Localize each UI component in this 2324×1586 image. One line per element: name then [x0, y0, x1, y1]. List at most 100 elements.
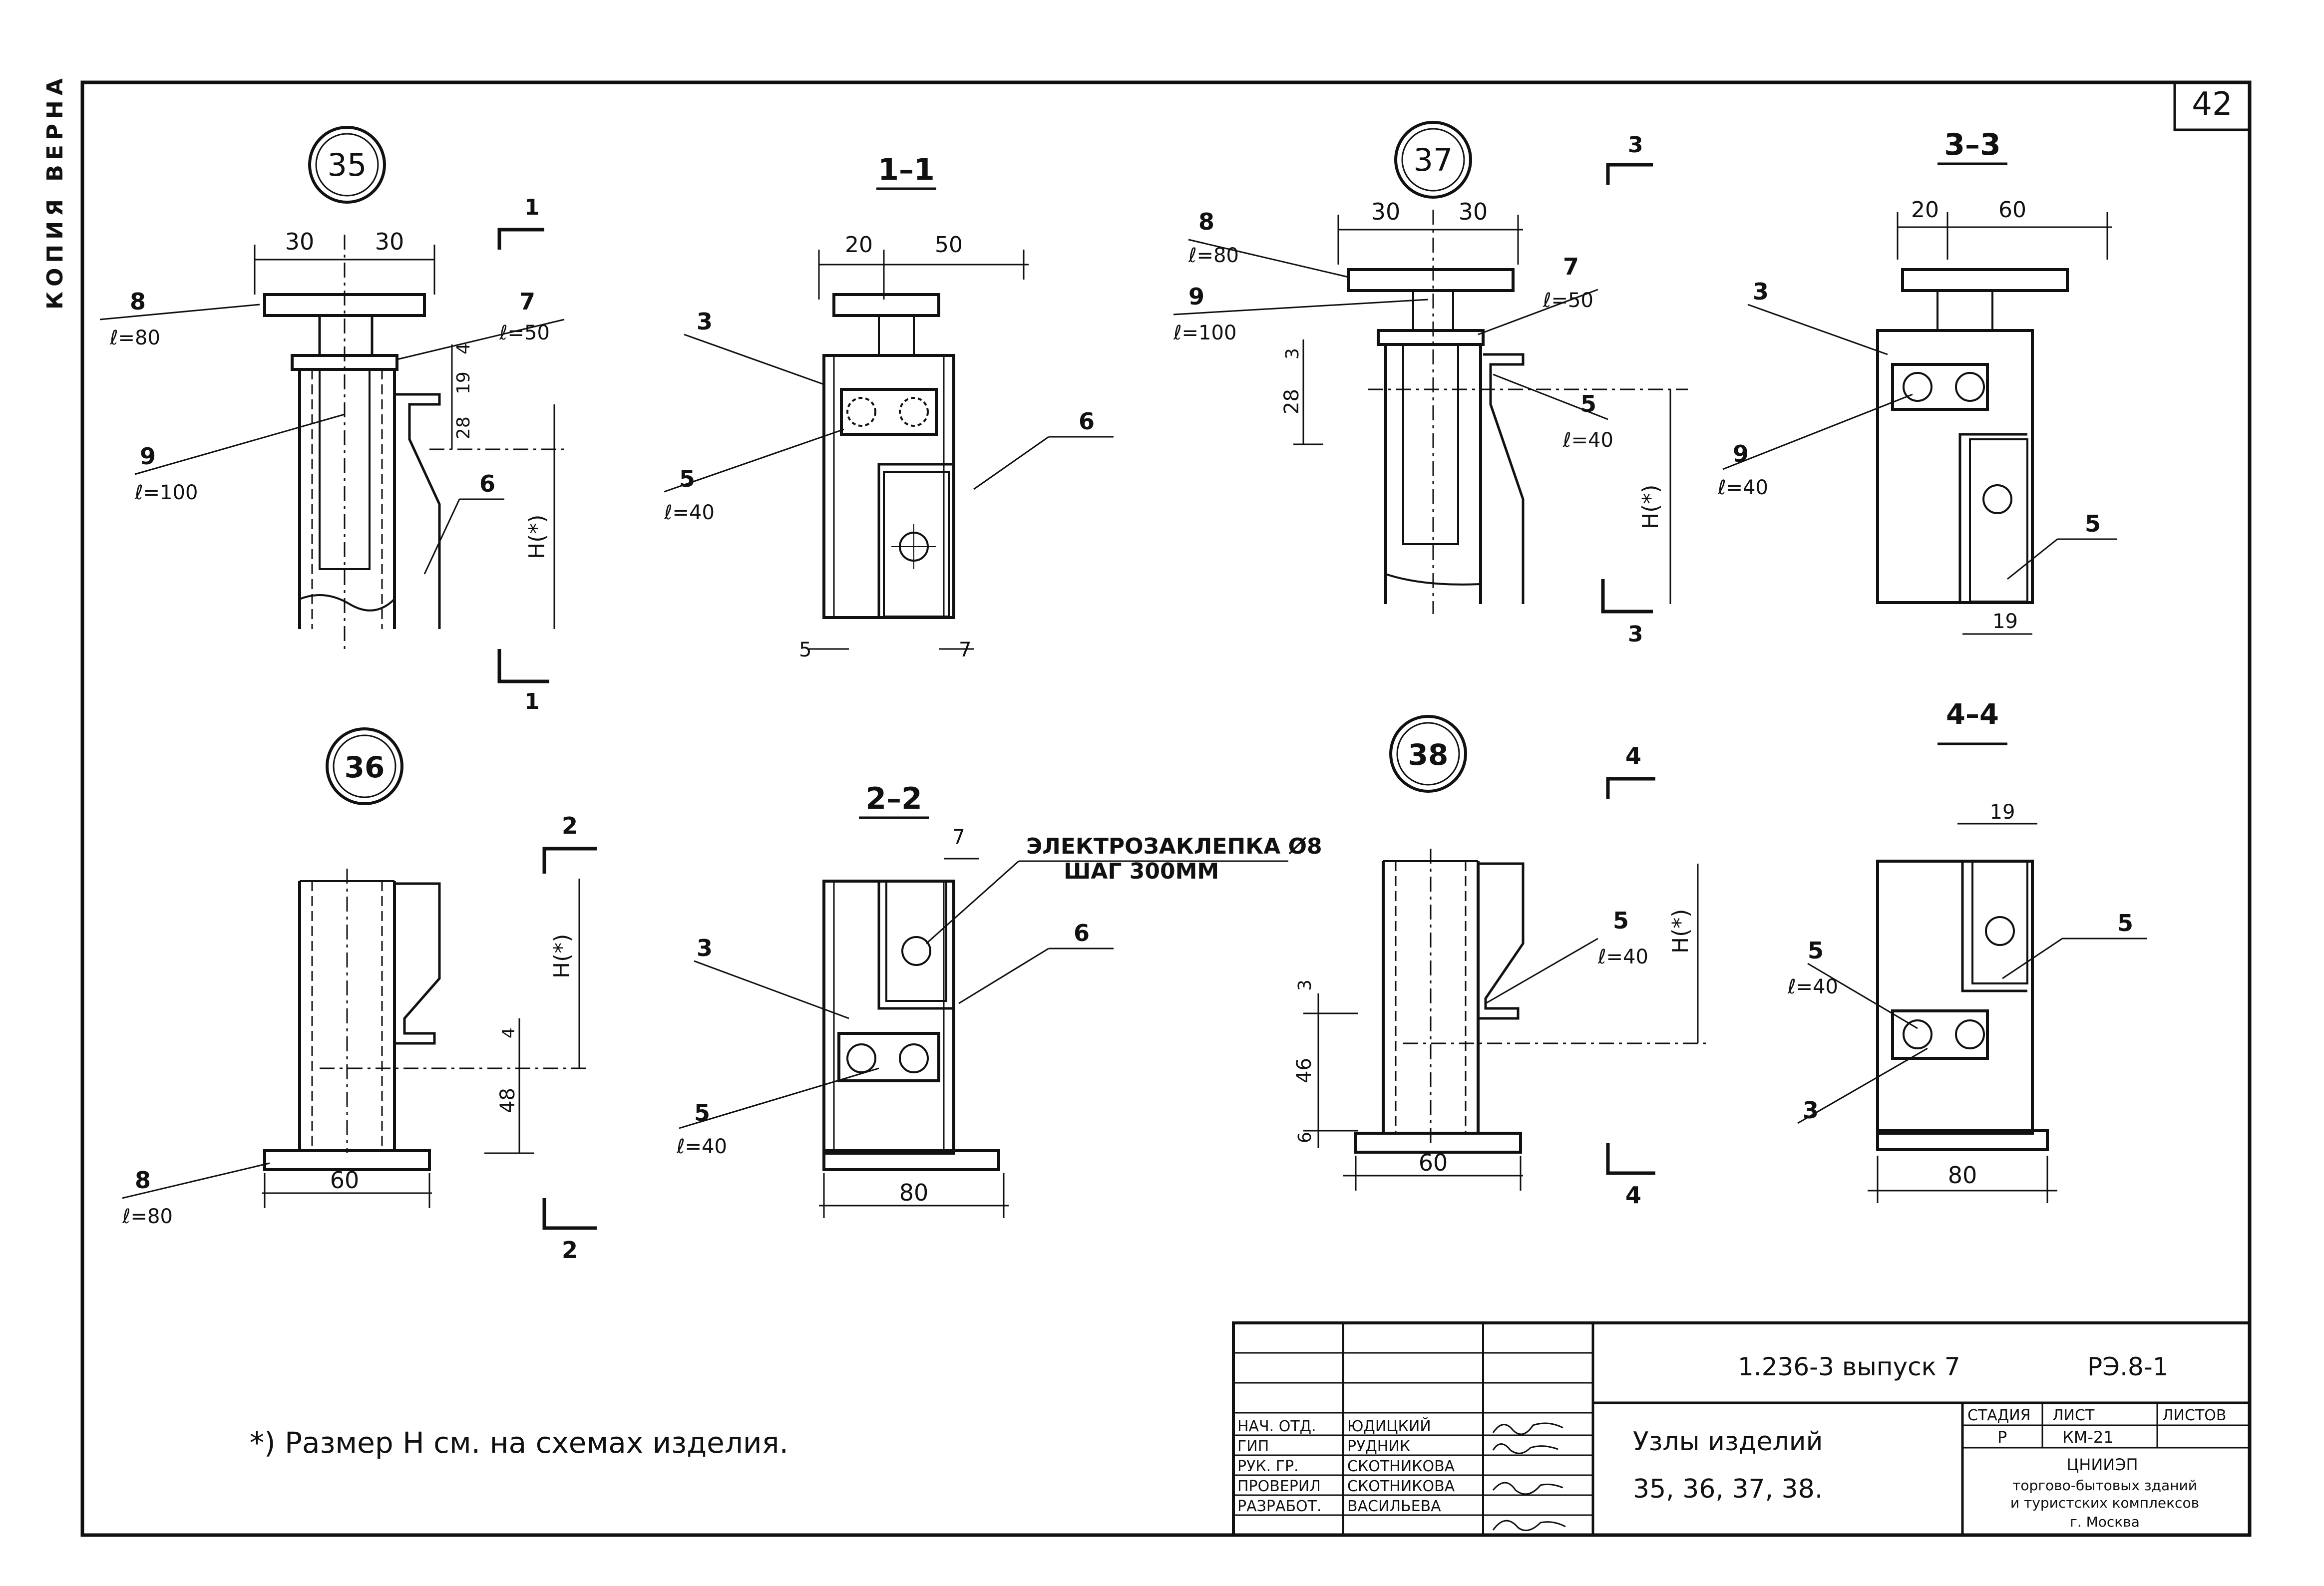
- section-2-2: 2–2 80 7 ЭЛЕКТРОЗАКЛЕПКА Ø8 ШАГ 300ММ 3 …: [676, 781, 1322, 1218]
- section-3-3-part-9-length: ℓ=40: [1717, 476, 1768, 499]
- role-3-name: СКОТНИКОВА: [1347, 1478, 1455, 1495]
- section-3-3-dim-20: 20: [1911, 197, 1939, 223]
- node-38-circle: [1389, 715, 1467, 793]
- section-3-3-title: 3–3: [1944, 127, 2001, 162]
- section-mark-2-bottom: 2: [562, 1237, 578, 1264]
- section-4-4-part-5b: 5: [2117, 910, 2133, 937]
- role-1-name: РУДНИК: [1347, 1438, 1410, 1455]
- section-2-2-part-5-length: ℓ=40: [676, 1135, 727, 1158]
- section-1-1-title: 1–1: [878, 152, 935, 187]
- title-block-sheet-ref: РЭ.8-1: [2087, 1352, 2169, 1381]
- section-2-2-dim-80: 80: [899, 1179, 929, 1206]
- node-36-dim-48: 48: [496, 1088, 519, 1113]
- node-37-part-8: 8: [1198, 208, 1214, 235]
- node-35-dim-30-left: 30: [285, 228, 315, 255]
- title-block-code: 1.236-3 выпуск 7: [1738, 1352, 1960, 1381]
- margin-note: КОПИЯ ВЕРНА: [42, 73, 68, 310]
- node-37-part-7-length: ℓ=50: [1543, 289, 1593, 312]
- stage-value: Р: [1997, 1428, 2007, 1447]
- node-36-dim-60: 60: [330, 1167, 360, 1194]
- sheet-number-box: [2173, 81, 2251, 131]
- section-3-3-part-5: 5: [2085, 510, 2101, 537]
- role-4-name: ВАСИЛЬЕВА: [1347, 1498, 1441, 1515]
- signature-4: [1492, 1520, 1566, 1532]
- section-1-1-dim-50: 50: [935, 232, 963, 258]
- node-36-label: 36: [345, 750, 385, 784]
- section-2-2-dim-7: 7: [952, 826, 965, 849]
- role-1-title: ГИП: [1237, 1438, 1269, 1455]
- node-38-dim-h: H(*): [1668, 909, 1693, 953]
- node-38-part-5: 5: [1613, 907, 1629, 934]
- node-37-part-9-length: ℓ=100: [1173, 321, 1236, 344]
- node-38-detail: 38 H(*) 3 46 6 60 5 ℓ=40 4 4: [1293, 715, 1708, 1209]
- section-3-3-dim-60: 60: [1998, 197, 2026, 223]
- sheet-value: КМ-21: [2062, 1428, 2114, 1447]
- section-1-1-part-5-length: ℓ=40: [664, 501, 715, 524]
- section-4-4-dim-80: 80: [1948, 1162, 1977, 1189]
- section-4-4-part-5-length: ℓ=40: [1787, 975, 1838, 998]
- section-4-4-part-3: 3: [1803, 1097, 1819, 1124]
- role-4-title: РАЗРАБОТ.: [1237, 1498, 1322, 1515]
- node-35-detail: 35 30 30 19 4 28 H(*) 8 ℓ=80: [99, 126, 565, 714]
- section-2-2-title: 2–2: [865, 781, 922, 816]
- node-35-label: 35: [328, 147, 367, 183]
- node-37-dim-30-left: 30: [1371, 198, 1401, 225]
- section-mark-1-bottom: 1: [524, 689, 540, 714]
- node-37-dim-30-right: 30: [1459, 198, 1488, 225]
- node-37-circle: [1394, 121, 1472, 199]
- org-line-3: и туристских комплексов: [2010, 1495, 2199, 1511]
- section-3-3: 3–3 20 60 19 3 9 ℓ=40 5: [1717, 127, 2117, 635]
- node-35-part-7: 7: [519, 288, 535, 315]
- node-36-dim-4: 4: [499, 1027, 519, 1038]
- section-mark-4-bottom: 4: [1625, 1182, 1641, 1209]
- node-35-part-9: 9: [140, 443, 156, 470]
- node-35-dim-19: 19: [453, 371, 474, 394]
- footnote: *) Размер Н см. на схемах изделия.: [250, 1426, 788, 1460]
- node-38-dim-3: 3: [1295, 979, 1315, 991]
- section-3-3-dim-19: 19: [1992, 610, 2018, 633]
- section-1-1-dim-7: 7: [959, 638, 971, 661]
- node-37-dim-28: 28: [1280, 389, 1303, 414]
- section-1-1-dim-20: 20: [845, 232, 873, 258]
- section-mark-3-bottom: 3: [1628, 622, 1643, 647]
- section-1-1-part-3: 3: [697, 308, 713, 335]
- node-37-dim-3: 3: [1282, 348, 1303, 359]
- section-mark-3-top: 3: [1628, 132, 1643, 158]
- signature-3: [1492, 1482, 1563, 1495]
- section-2-2-part-5: 5: [694, 1099, 710, 1126]
- node-38-dim-6: 6: [1295, 1132, 1315, 1143]
- section-1-1-part-6: 6: [1079, 408, 1095, 435]
- node-38-dim-46: 46: [1293, 1058, 1316, 1083]
- node-35-dim-28: 28: [453, 416, 474, 439]
- node-35-part-6: 6: [479, 470, 495, 497]
- role-0-name: ЮДИЦКИЙ: [1347, 1417, 1431, 1435]
- node-38-part-5-length: ℓ=40: [1597, 946, 1648, 968]
- sheet-header: ЛИСТ: [2052, 1407, 2095, 1424]
- section-3-3-part-9: 9: [1733, 440, 1749, 467]
- node-37-detail: 37 30 30 3 28 H(*) 8 ℓ=80 9 ℓ=100 7 ℓ=50…: [1173, 121, 1688, 647]
- org-line-2: торгово-бытовых зданий: [2012, 1477, 2197, 1494]
- node-37-part-5: 5: [1580, 390, 1596, 417]
- section-mark-4-top: 4: [1625, 742, 1641, 769]
- node-35-part-7-length: ℓ=50: [499, 321, 550, 344]
- node-37-label: 37: [1414, 142, 1453, 178]
- title-line-1: Узлы изделий: [1633, 1427, 1823, 1457]
- section-4-4: 4–4 19 80 5 ℓ=40 3 5: [1787, 698, 2147, 1203]
- title-line-2: 35, 36, 37, 38.: [1633, 1474, 1823, 1504]
- section-1-1-part-5: 5: [679, 465, 695, 492]
- section-mark-1-top: 1: [524, 195, 540, 220]
- node-35-circle: [308, 126, 386, 204]
- node-38-dim-60: 60: [1419, 1149, 1448, 1176]
- role-0-title: НАЧ. ОТД.: [1237, 1418, 1316, 1435]
- role-2-title: РУК. ГР.: [1237, 1458, 1299, 1475]
- section-1-1-dim-5: 5: [799, 638, 811, 661]
- node-35-dim-30-right: 30: [375, 228, 404, 255]
- weld-note-line2: ШАГ 300ММ: [1064, 859, 1219, 884]
- section-4-4-title: 4–4: [1946, 698, 1999, 731]
- signature-1: [1492, 1443, 1558, 1454]
- signature-0: [1492, 1422, 1563, 1435]
- node-36-part-8: 8: [135, 1167, 151, 1194]
- node-36-part-8-length: ℓ=80: [122, 1205, 173, 1228]
- section-1-1: 1–1 20 50 5 7 3 5 ℓ=40 6: [664, 152, 1114, 661]
